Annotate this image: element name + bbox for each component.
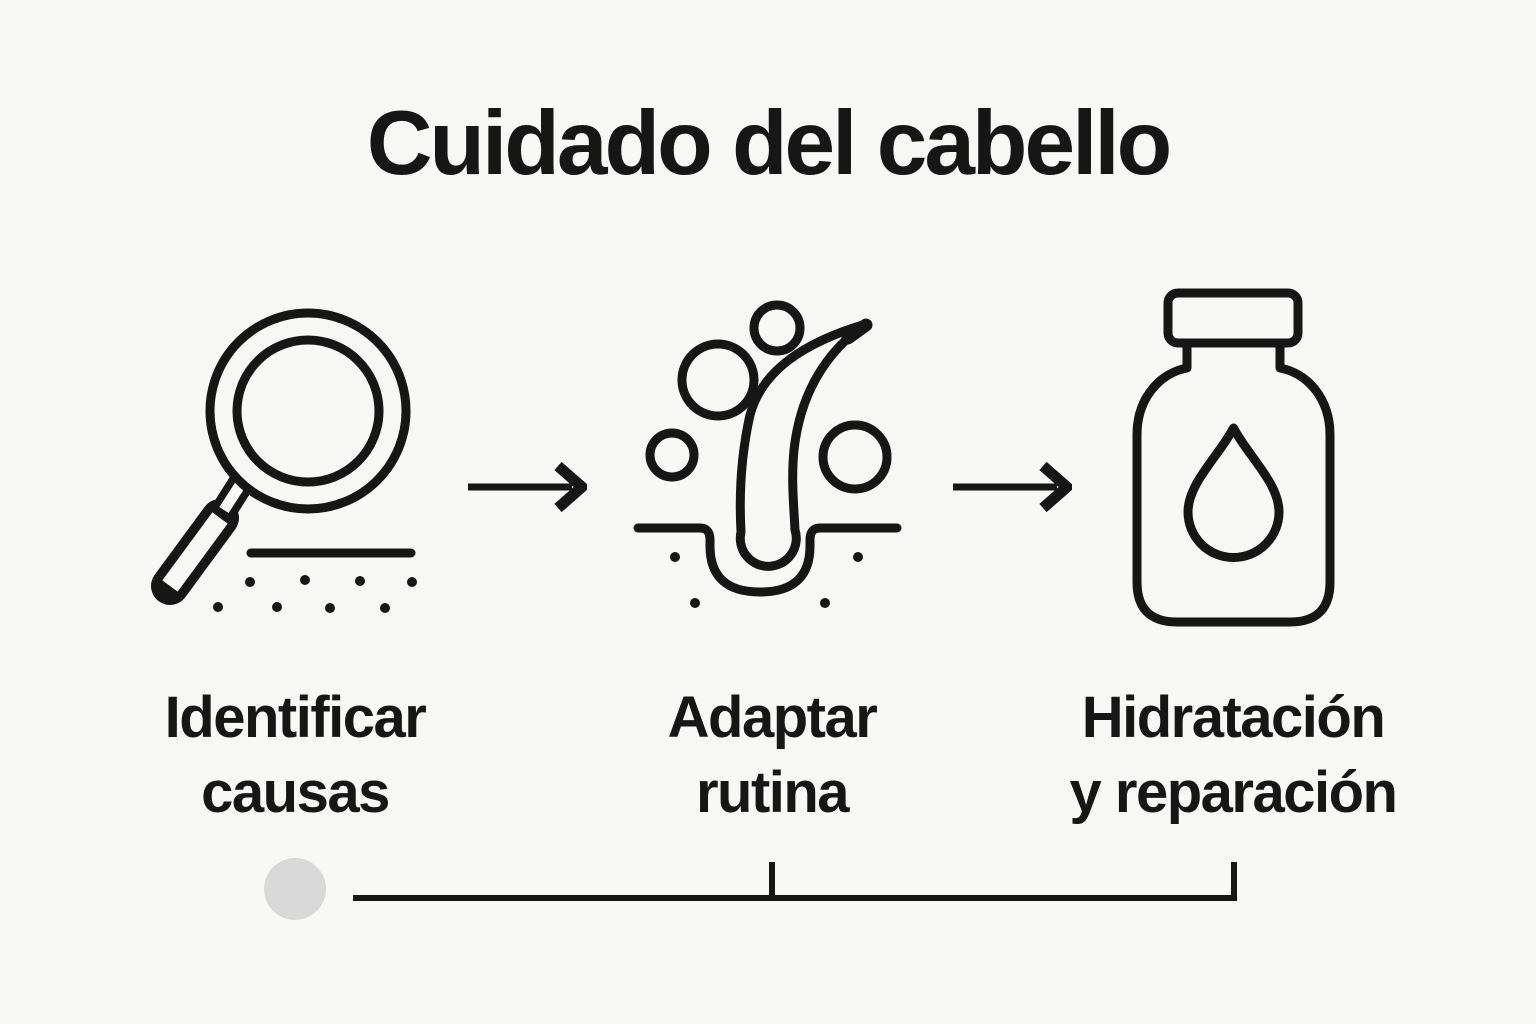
step-label-line: rutina — [695, 760, 850, 825]
arrow-right-icon — [953, 461, 1072, 513]
timeline-tick-middle — [769, 862, 775, 898]
step-label-hidratacion-reparacion: Hidratación y reparación — [1033, 680, 1433, 830]
arrow-right-icon — [468, 461, 587, 513]
step-label-line: Adaptar — [667, 685, 878, 750]
step-label-line: Hidratación — [1081, 685, 1386, 750]
timeline-track — [353, 895, 1237, 901]
page-title: Cuidado del cabello — [366, 93, 1173, 194]
step-label-line: Identificar — [164, 685, 427, 750]
hair-follicle-icon — [633, 300, 902, 608]
step-label-adaptar-rutina: Adaptar rutina — [572, 680, 972, 830]
step-label-line: causas — [201, 760, 390, 825]
magnifier-scalp-icon — [151, 308, 417, 613]
serum-bottle-icon — [1132, 288, 1335, 627]
step-label-line: y reparación — [1069, 760, 1398, 825]
step-label-identificar-causas: Identificar causas — [95, 680, 495, 830]
timeline-start-dot — [264, 858, 326, 920]
timeline-tick-end — [1231, 862, 1237, 898]
